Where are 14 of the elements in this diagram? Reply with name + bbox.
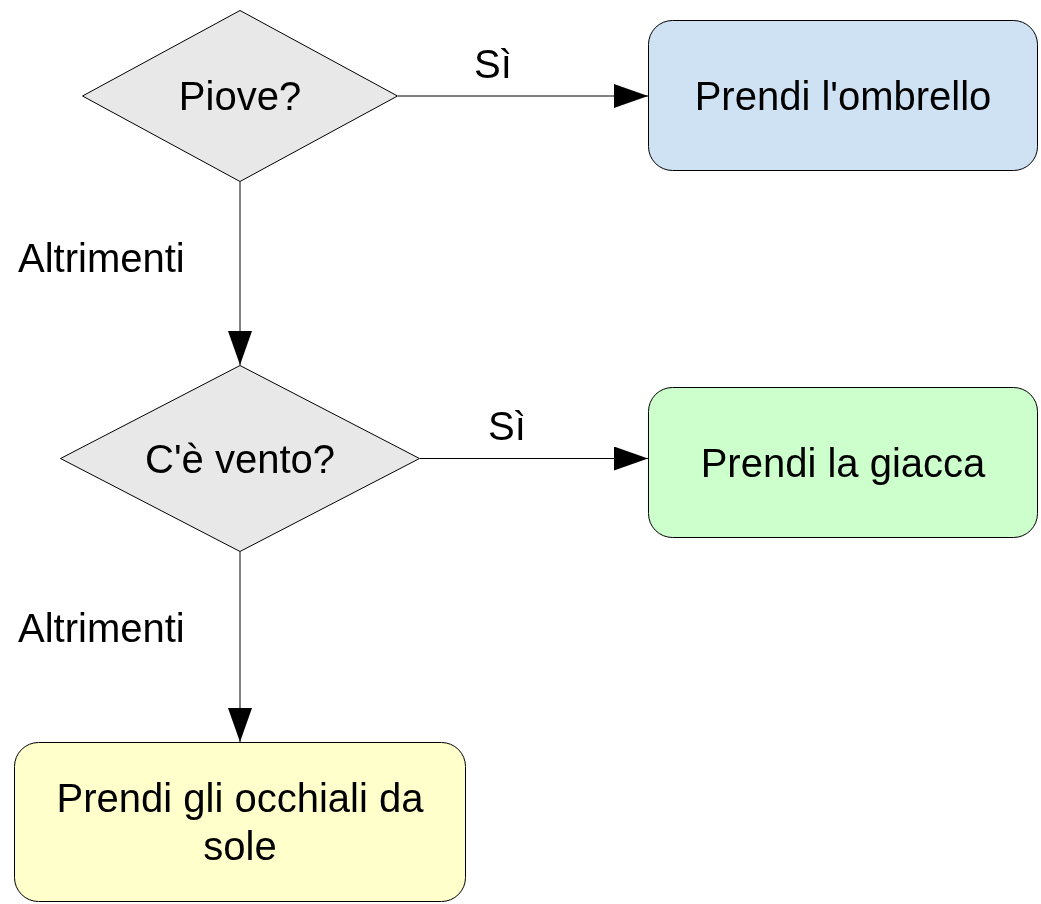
decision-diamond [60, 365, 420, 552]
arrow [228, 181, 252, 366]
node-text: Prendi la giacca [700, 439, 986, 487]
node-text: C'è vento? [145, 435, 335, 483]
arrow [419, 446, 649, 471]
arrow [228, 551, 252, 743]
node-text: Piove? [178, 73, 302, 120]
process-box [648, 20, 1038, 171]
node-text: Prendi gli occhiali da sole [55, 775, 425, 870]
process-box [14, 742, 466, 902]
arrow [397, 84, 649, 108]
node-text: Prendi l'ombrello [694, 72, 992, 120]
process-box [648, 387, 1038, 538]
decision-diamond [82, 10, 398, 182]
